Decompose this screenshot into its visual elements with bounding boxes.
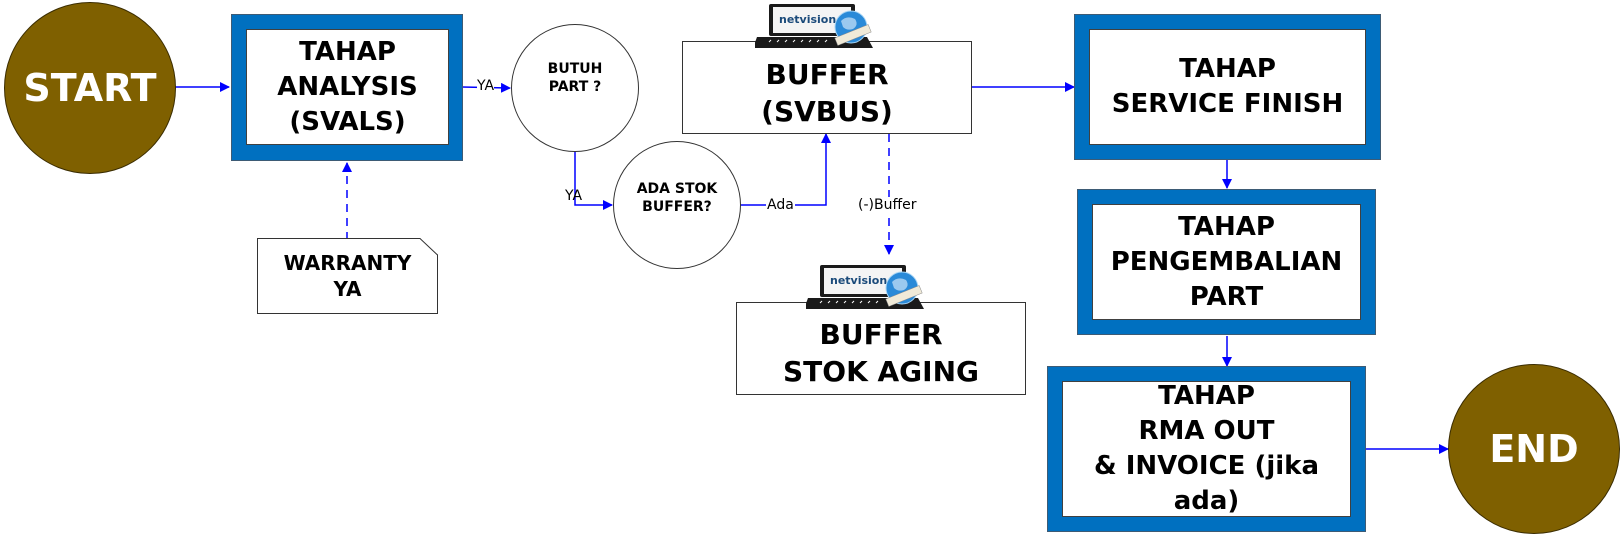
stage-analysis[interactable]: TAHAP ANALYSIS (SVALS) — [231, 14, 463, 161]
stage-pengembalian-part[interactable]: TAHAP PENGEMBALIAN PART — [1077, 189, 1376, 335]
decision-ada-stok[interactable]: ADA STOK BUFFER? — [613, 141, 741, 269]
stage-servicefinish-line-2: SERVICE FINISH — [1111, 89, 1344, 119]
logo-brand-2: netvision — [830, 274, 887, 287]
buffer-svbus[interactable]: BUFFER (SVBUS) — [682, 41, 972, 134]
buffer-aging-line-2: STOK AGING — [783, 354, 979, 388]
warranty-fold — [257, 238, 438, 314]
netvision-laptop-logo: netvision — [755, 4, 873, 48]
warranty-line-1: WARRANTY — [283, 251, 412, 275]
decision-adastok-line-2: BUFFER? — [642, 199, 712, 215]
decision-butuh-line-1: BUTUH — [547, 61, 603, 77]
stage-pengembalian-line-3: PART — [1189, 281, 1264, 312]
stage-analysis-line-2: ANALYSIS — [277, 71, 418, 102]
stage-servicefinish-line-1: TAHAP — [1179, 54, 1276, 84]
edge-butuh-to-adastok — [574, 152, 613, 210]
stage-pengembalian-line-2: PENGEMBALIAN — [1110, 246, 1343, 277]
decision-adastok-line-1: ADA STOK — [636, 181, 718, 197]
stage-rma-line-3: & INVOICE (jika ada) — [1093, 451, 1320, 516]
edge-label-minus-buffer: (-)Buffer — [858, 197, 917, 213]
stage-analysis-line-1: TAHAP — [299, 36, 396, 67]
end-node[interactable]: END — [1448, 364, 1620, 534]
netvision-laptop-logo-2: netvision — [806, 265, 924, 309]
edge-label-ya-1: YA — [477, 78, 495, 94]
edge-adastok-to-buffer — [739, 133, 831, 206]
buffer-svbus-line-1: BUFFER — [765, 57, 889, 91]
warranty-line-2: YA — [333, 277, 362, 301]
buffer-aging-line-1: BUFFER — [819, 317, 943, 351]
start-node[interactable]: START — [4, 2, 176, 174]
buffer-svbus-line-2: (SVBUS) — [761, 94, 893, 128]
stage-rma-line-1: TAHAP — [1158, 381, 1255, 411]
stage-analysis-line-3: (SVALS) — [289, 106, 406, 137]
start-label: START — [23, 66, 157, 110]
edge-label-ada: Ada — [766, 197, 795, 213]
logo-brand: netvision — [779, 13, 836, 26]
edge-label-ya-2: YA — [565, 188, 583, 204]
stage-pengembalian-line-1: TAHAP — [1178, 211, 1275, 242]
decision-butuh-part[interactable]: BUTUH PART ? — [511, 24, 639, 152]
decision-butuh-line-2: PART ? — [548, 79, 602, 95]
buffer-stok-aging[interactable]: BUFFER STOK AGING — [736, 302, 1026, 395]
stage-rma-line-2: RMA OUT — [1138, 416, 1275, 446]
end-label: END — [1489, 427, 1579, 471]
stage-service-finish[interactable]: TAHAP SERVICE FINISH — [1074, 14, 1381, 160]
stage-rma-out[interactable]: TAHAP RMA OUT & INVOICE (jika ada) — [1047, 366, 1366, 532]
